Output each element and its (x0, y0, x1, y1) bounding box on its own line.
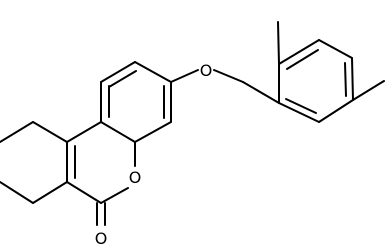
double-bond-inner (285, 98, 317, 114)
carbonyl-oxygen-label: O (95, 229, 108, 248)
ring-oxygen-label: O (129, 168, 142, 187)
bond (32, 121, 68, 143)
bond (32, 181, 68, 204)
bond (351, 57, 354, 101)
bond (0, 181, 34, 204)
bond (66, 181, 102, 204)
bond (134, 61, 172, 83)
double-bond-inner (286, 49, 319, 70)
methyl-bond-top (277, 21, 280, 65)
bond (100, 187, 129, 204)
ch2-oxygen-bond (213, 69, 244, 83)
bond (278, 102, 320, 123)
benzo-ring (100, 61, 172, 143)
bond (134, 121, 172, 143)
bond (66, 121, 102, 143)
double-bond-inner (344, 62, 347, 97)
cyclohexene-ring (0, 121, 68, 204)
bond (318, 99, 354, 123)
ether-oxygen-label: O (200, 61, 213, 80)
benzyl-ch2-bond (242, 81, 280, 104)
double-bond-inner (108, 70, 137, 88)
bond (278, 39, 320, 65)
bond (100, 61, 136, 83)
bond (100, 121, 136, 143)
pyranone-ring (66, 121, 136, 204)
methyl-bond-right (352, 80, 385, 101)
bond (318, 39, 353, 59)
bond (0, 121, 34, 143)
oxygen-aryl-bond (170, 69, 199, 83)
dimethylphenyl-ring (278, 39, 354, 123)
